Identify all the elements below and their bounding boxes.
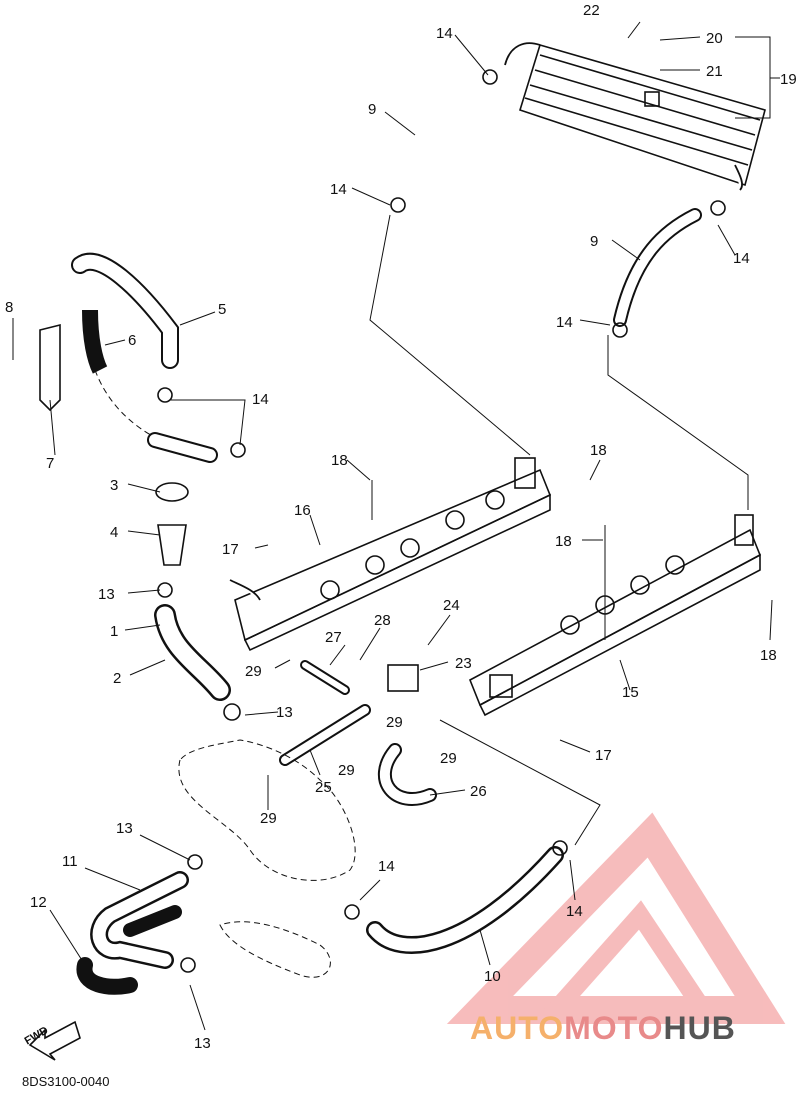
callout-13a: 13 (98, 586, 115, 603)
callout-18b: 18 (590, 442, 607, 459)
callout-10: 10 (484, 968, 501, 985)
hose-5-inner (73, 254, 177, 367)
watermark-text: AUTOMOTOHUB (470, 1010, 736, 1047)
callout-17b: 17 (595, 747, 612, 764)
hose-clamps (157, 69, 726, 973)
callout-20: 20 (706, 30, 723, 47)
callout-9b: 9 (590, 233, 598, 250)
callout-21: 21 (706, 63, 723, 80)
callout-4: 4 (110, 524, 118, 541)
callout-13c: 13 (116, 820, 133, 837)
hose-9-upper-inner (400, 90, 475, 195)
watermark-auto: AUTO (470, 1010, 565, 1046)
callout-leaders (12, 21, 780, 1031)
callout-29e: 29 (260, 810, 277, 827)
thermostat-4 (157, 524, 187, 566)
fwd-arrow-icon (28, 1020, 81, 1061)
hose-6 (82, 309, 108, 374)
callout-5: 5 (218, 301, 226, 318)
callout-7: 7 (46, 455, 54, 472)
callout-13d: 13 (194, 1035, 211, 1052)
joint-23 (387, 664, 419, 692)
callout-16: 16 (294, 502, 311, 519)
callout-26: 26 (470, 783, 487, 800)
callout-18a: 18 (331, 452, 348, 469)
callout-28: 28 (374, 612, 391, 629)
automotohub-logo-mark (446, 812, 786, 1024)
callout-14f: 14 (378, 858, 395, 875)
callout-23: 23 (455, 655, 472, 672)
callout-8: 8 (5, 299, 13, 316)
callout-14d: 14 (556, 314, 573, 331)
cylinder-head-15 (468, 514, 762, 717)
hose-9-right (613, 208, 702, 327)
callout-9a: 9 (368, 101, 376, 118)
callout-29c: 29 (338, 762, 355, 779)
cylinder-head-16 (229, 457, 552, 652)
diagram-code: 8DS3100-0040 (22, 1074, 110, 1089)
radiator-assembly (504, 42, 766, 191)
engine-outline-lower (219, 921, 331, 978)
callout-18d: 18 (760, 647, 777, 664)
callout-15: 15 (622, 684, 639, 701)
callout-14g: 14 (566, 903, 583, 920)
callout-2: 2 (113, 670, 121, 687)
callout-17a: 17 (222, 541, 239, 558)
callout-29a: 29 (245, 663, 262, 680)
callout-13b: 13 (276, 704, 293, 721)
callout-27: 27 (325, 629, 342, 646)
callout-11: 11 (62, 853, 78, 870)
watermark-hub: HUB (663, 1010, 736, 1046)
callout-24: 24 (443, 597, 460, 614)
callout-14a: 14 (436, 25, 453, 42)
callout-19: 19 (780, 71, 797, 88)
callout-14b: 14 (330, 181, 347, 198)
watermark-moto: MOTO (564, 1010, 664, 1046)
callout-6: 6 (128, 332, 136, 349)
callout-3: 3 (110, 477, 118, 494)
callout-18c: 18 (555, 533, 572, 550)
callout-12: 12 (30, 894, 47, 911)
callout-14e: 14 (252, 391, 269, 408)
callout-25: 25 (315, 779, 332, 796)
callout-1: 1 (110, 623, 118, 640)
callout-14c: 14 (733, 250, 750, 267)
callout-29d: 29 (440, 750, 457, 767)
engine-outline (178, 739, 356, 881)
callout-22: 22 (583, 2, 600, 19)
hose-12 (76, 957, 138, 995)
callout-29b: 29 (386, 714, 403, 731)
callout-labels: 22 20 21 19 14 9 14 9 14 14 8 5 6 14 7 3… (5, 2, 797, 1052)
thermostat-cap-3 (155, 482, 189, 502)
bracket-7 (39, 323, 61, 412)
hose-9-right-inner (615, 210, 700, 325)
